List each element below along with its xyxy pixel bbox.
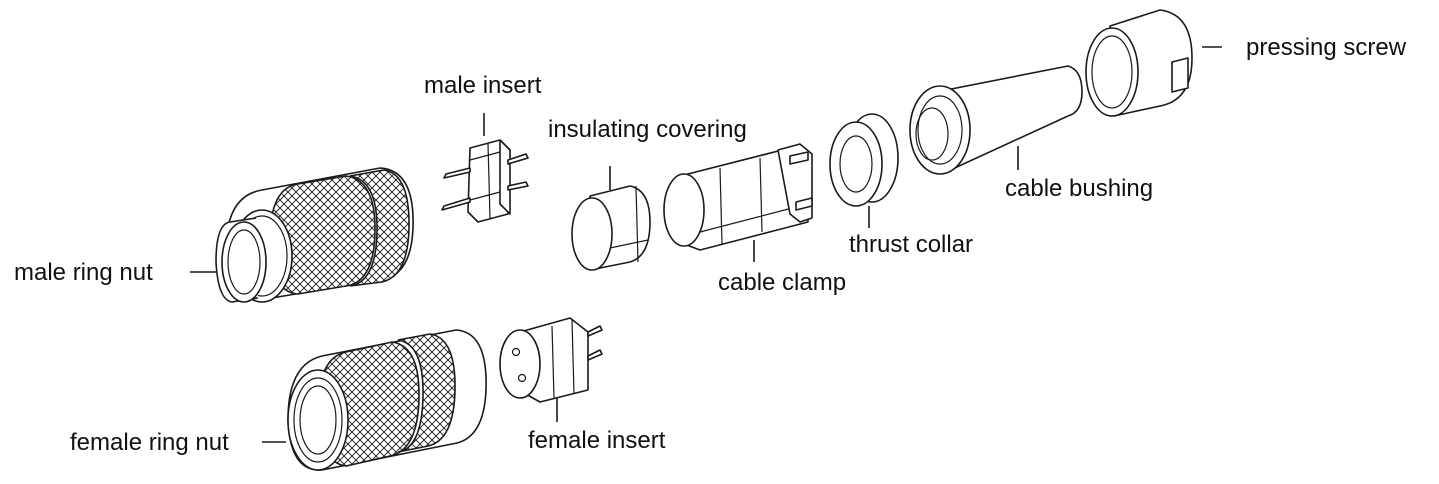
label-female-ring-nut: female ring nut	[70, 429, 229, 456]
female-insert-part	[499, 317, 603, 403]
label-cable-bushing: cable bushing	[1005, 175, 1153, 202]
label-female-insert: female insert	[528, 427, 666, 454]
label-male-insert: male insert	[424, 72, 542, 99]
male-ring-nut-part	[215, 167, 414, 303]
cable-bushing-part	[909, 65, 1083, 175]
label-thrust-collar: thrust collar	[849, 231, 973, 258]
label-insulating-covering: insulating covering	[548, 116, 747, 143]
male-insert-part	[441, 139, 529, 223]
thrust-collar-part	[829, 113, 899, 207]
label-pressing-screw: pressing screw	[1246, 34, 1407, 61]
label-cable-clamp: cable clamp	[718, 269, 846, 296]
female-ring-nut-part	[287, 329, 487, 471]
pressing-screw-part	[1085, 9, 1193, 117]
insulating-covering-part	[571, 185, 651, 271]
label-male-ring-nut: male ring nut	[14, 259, 153, 286]
cable-clamp-part	[663, 143, 813, 251]
